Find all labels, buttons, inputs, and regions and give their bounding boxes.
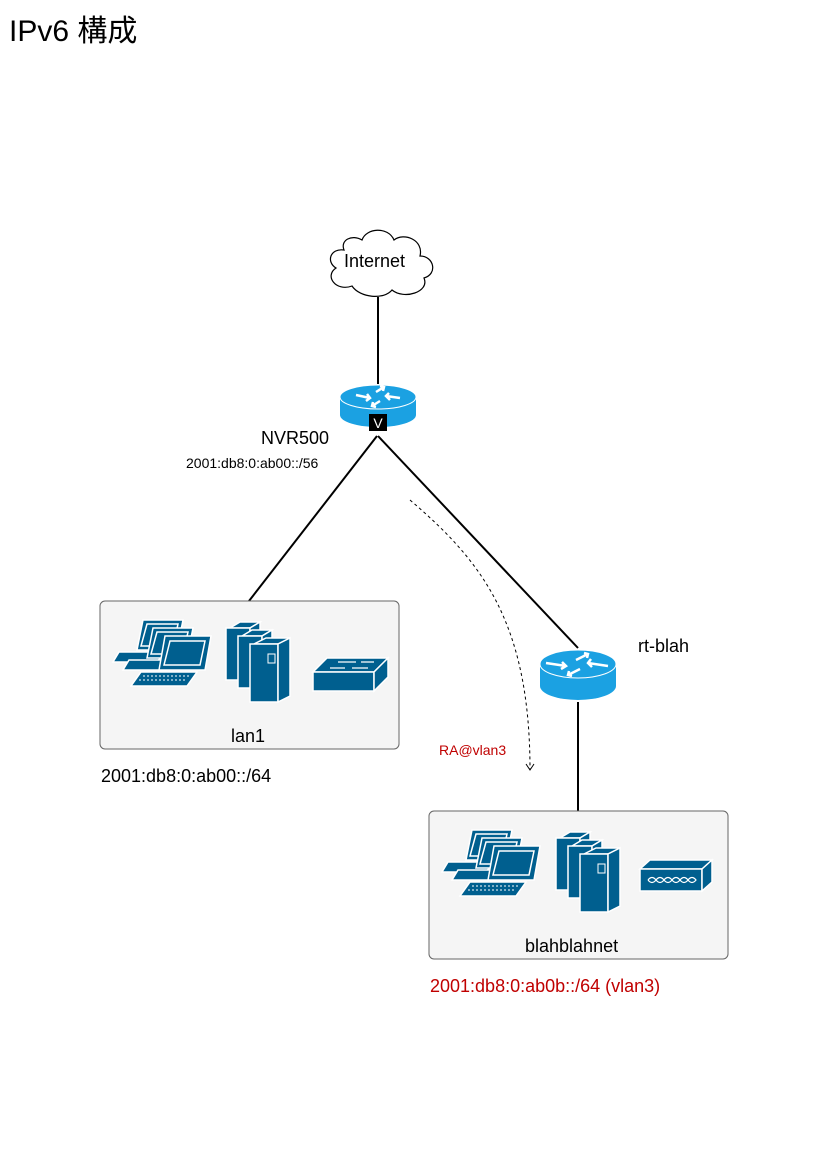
vpn-badge: V <box>373 415 383 431</box>
switch-icon <box>311 656 390 693</box>
rt-blah-label: rt-blah <box>638 636 690 656</box>
lan1-label: lan1 <box>231 726 266 746</box>
page-title: IPv6 構成 <box>9 15 138 48</box>
ra-arrowhead-icon <box>525 763 535 771</box>
internet-label: Internet <box>344 251 406 271</box>
lan1-prefix: 2001:db8:0:ab00::/64 <box>101 766 272 786</box>
router-vpn-icon[interactable]: V <box>339 384 417 431</box>
nvr500-label: NVR500 <box>261 428 330 448</box>
cloud-icon[interactable] <box>329 229 434 297</box>
lan1-group[interactable] <box>99 600 400 750</box>
nvr500-prefix: 2001:db8:0:ab00::/56 <box>186 455 319 471</box>
hub-icon <box>638 858 714 893</box>
blahblahnet-prefix: 2001:db8:0:ab0b::/64 (vlan3) <box>430 976 661 996</box>
link-nvr500-lan1 <box>248 435 378 602</box>
router-icon[interactable] <box>539 649 617 700</box>
ra-dashed-arrow <box>409 499 531 771</box>
ra-label: RA@vlan3 <box>439 742 507 758</box>
blahblahnet-label: blahblahnet <box>525 936 619 956</box>
link-nvr500-rt-blah <box>377 435 579 649</box>
blahblahnet-group[interactable] <box>428 810 729 960</box>
